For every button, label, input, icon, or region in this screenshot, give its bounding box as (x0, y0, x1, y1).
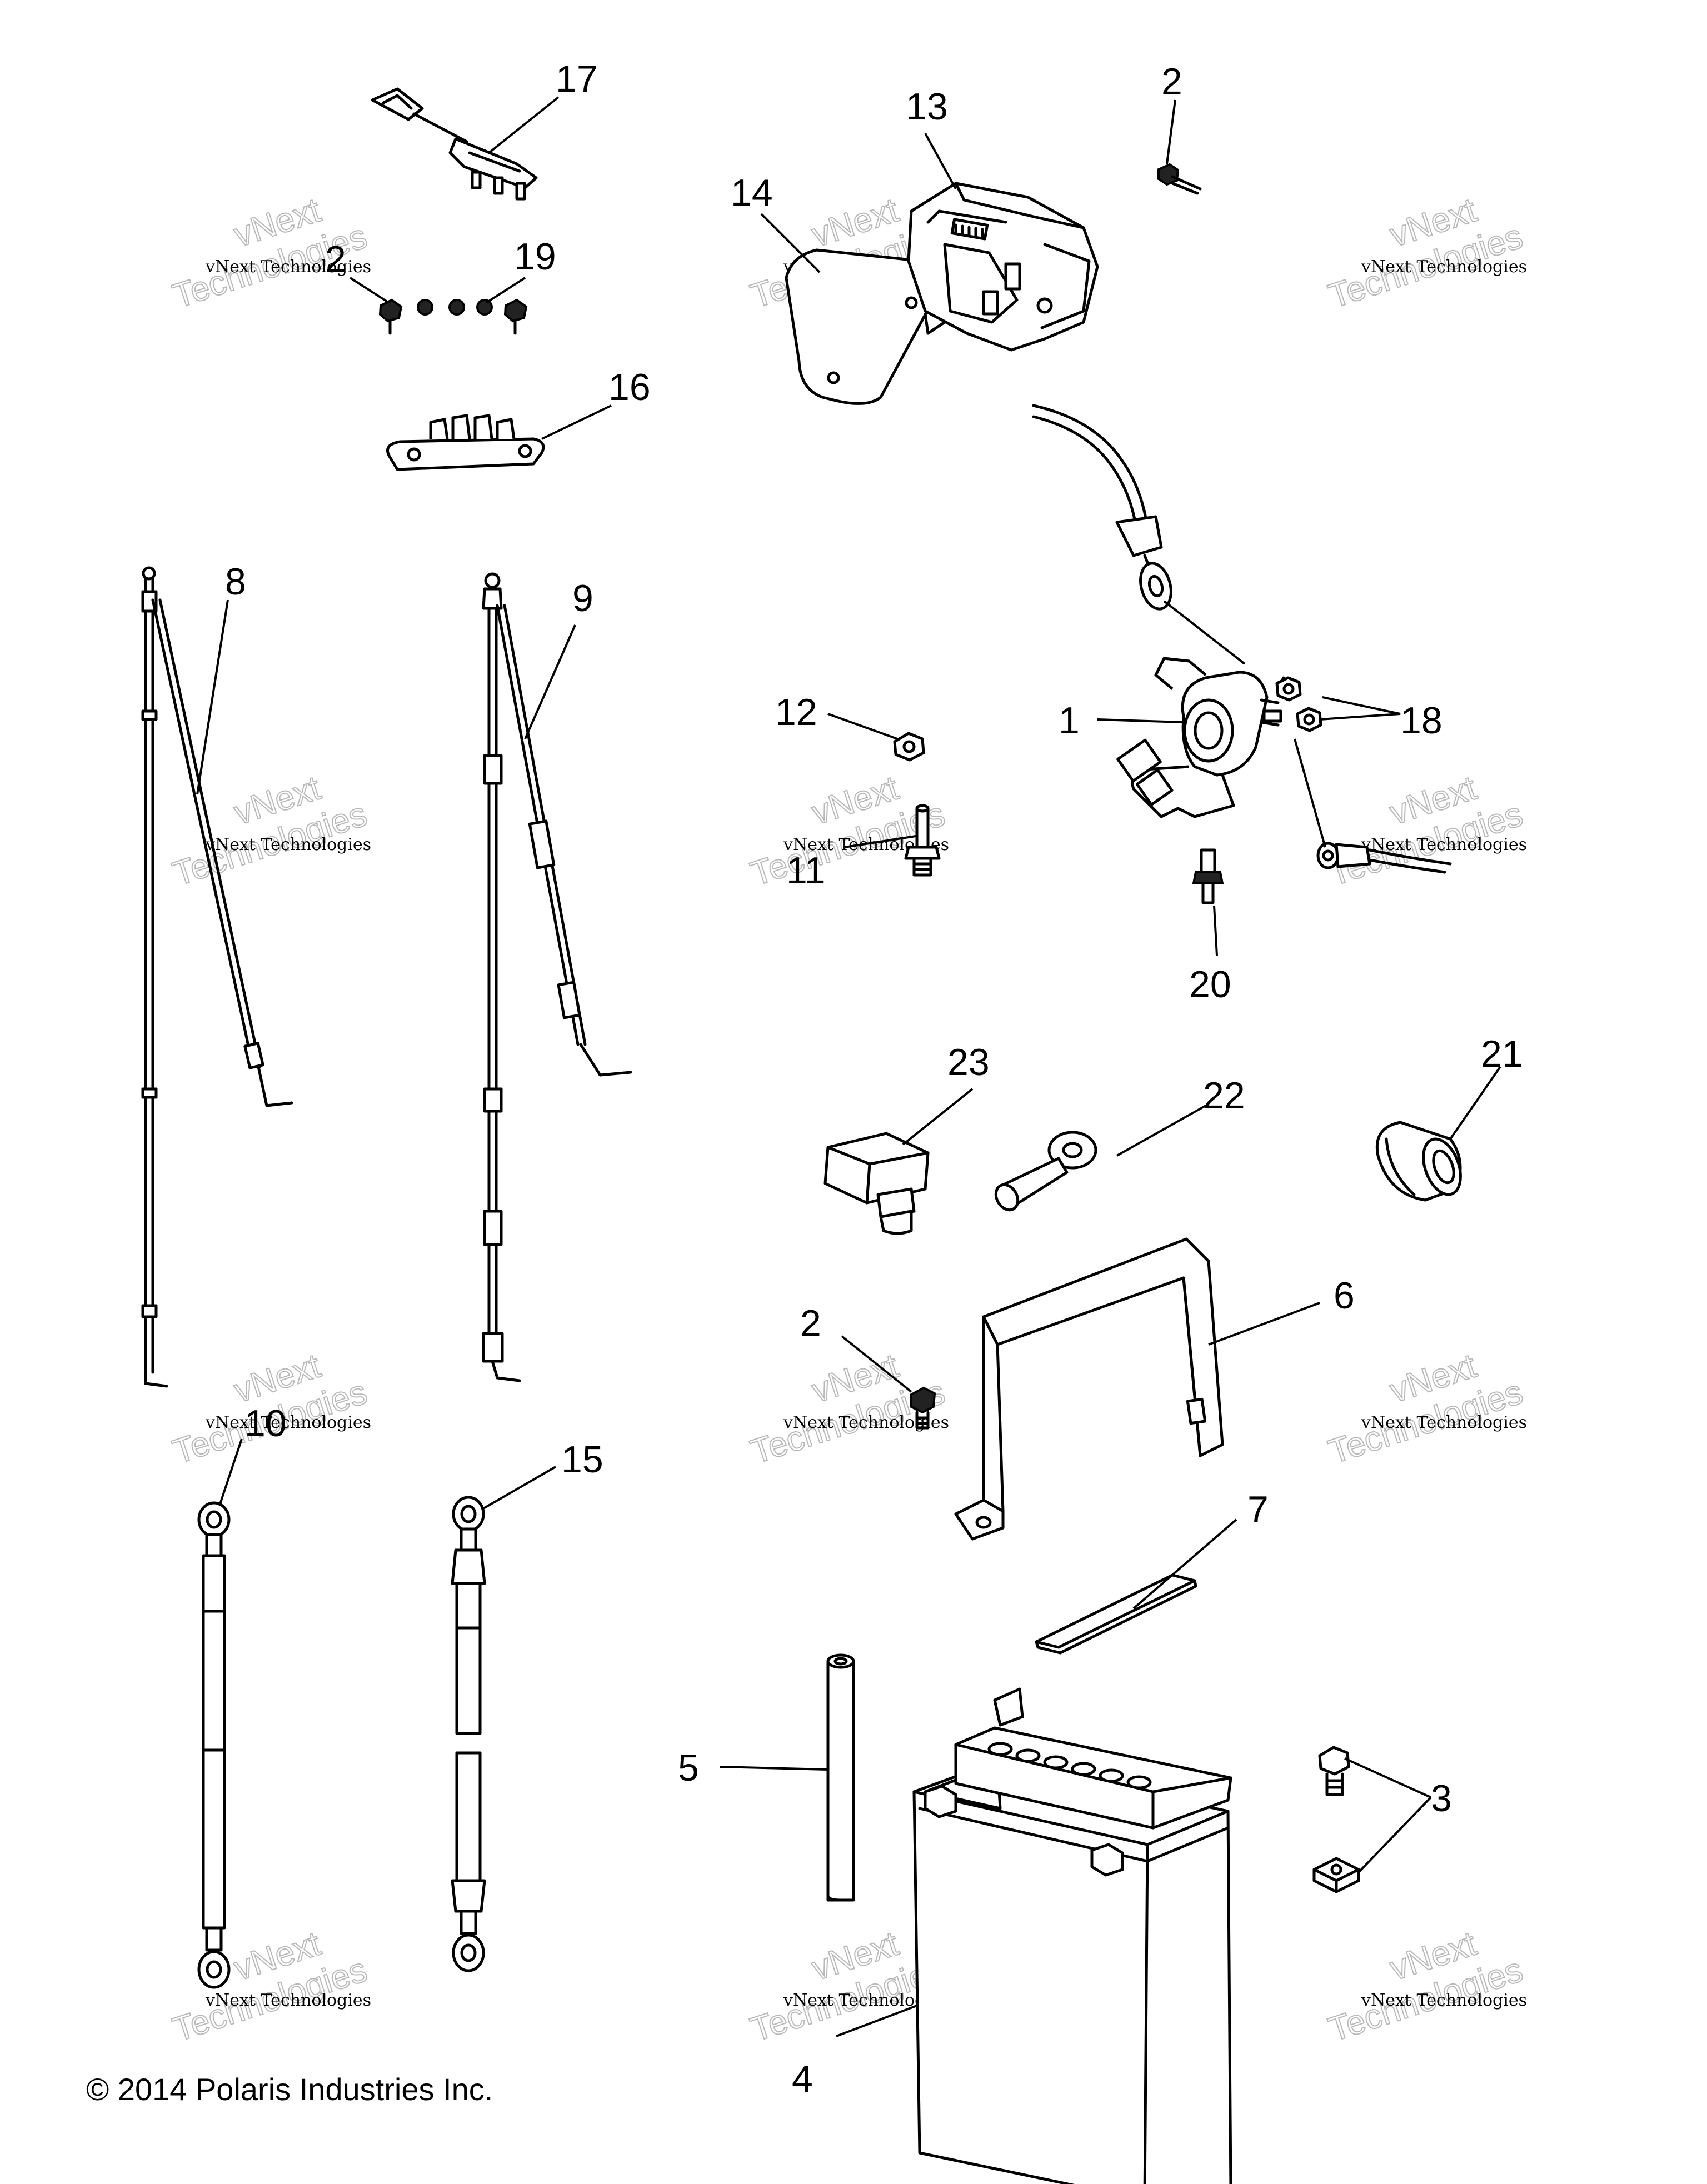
part-cable-ring-terminal (1032, 404, 1172, 611)
callout-15: 15 (561, 1438, 603, 1481)
part-14-cover-plate (785, 248, 941, 405)
watermark-text: vNext Technologies (1361, 257, 1527, 277)
callouts: 17 13 2 14 2 19 16 8 9 12 1 18 11 20 23 … (225, 58, 1523, 2100)
callout-14: 14 (731, 172, 773, 214)
watermark-text: vNext Technologies (205, 835, 371, 854)
part-8-cable (141, 566, 293, 1388)
part-small-cable (1316, 842, 1452, 874)
watermark-text: vNext Technologies (205, 257, 371, 277)
callout-13: 13 (906, 86, 948, 128)
watermark-text: vNext Technologies (1361, 1413, 1527, 1432)
callout-2-top: 2 (1161, 61, 1182, 103)
watermark-text: vNext Technologies (205, 1413, 371, 1432)
callout-1: 1 (1059, 699, 1080, 742)
callout-5: 5 (678, 1747, 699, 1789)
part-1-solenoid (1116, 657, 1285, 818)
callout-16: 16 (608, 366, 651, 408)
callout-17: 17 (556, 58, 598, 100)
callout-21: 21 (1481, 1033, 1523, 1075)
callout-20: 20 (1189, 963, 1231, 1006)
callout-22: 22 (1203, 1074, 1245, 1117)
watermark-text: vNext Technologies (205, 1991, 371, 2010)
part-6-bracket (954, 1237, 1224, 1541)
part-20-bolt (1192, 848, 1224, 904)
callout-18: 18 (1400, 699, 1443, 742)
part-11-stud (904, 804, 941, 877)
callout-9: 9 (572, 577, 593, 619)
part-3-bolt-nut (1312, 1746, 1360, 1893)
part-12-nut (893, 732, 925, 762)
watermark-text: vNext Technologies (1361, 1991, 1527, 2010)
callout-6: 6 (1334, 1275, 1355, 1317)
part-5-vent-tube (826, 1653, 855, 1902)
callout-10: 10 (244, 1402, 287, 1445)
callout-2-mid: 2 (800, 1302, 821, 1345)
part-23-terminal-boot (823, 1132, 930, 1235)
callout-12: 12 (775, 691, 817, 733)
part-9-cable (482, 572, 632, 1382)
callout-3: 3 (1431, 1777, 1452, 1820)
part-19-screws (378, 298, 528, 335)
callout-23: 23 (947, 1041, 990, 1083)
copyright-text: © 2014 Polaris Industries Inc. (86, 2072, 493, 2107)
part-18-nuts (1275, 676, 1322, 732)
part-10-cable (197, 1501, 231, 1989)
part-2-bolt-top (1157, 163, 1202, 195)
callout-8: 8 (225, 561, 246, 603)
callout-11: 11 (786, 849, 826, 892)
callout-7: 7 (1247, 1488, 1269, 1531)
watermark: vNext Technologies vNext Technologies (1324, 1346, 1528, 1472)
watermark: vNext Technologies vNext Technologies (1324, 191, 1528, 317)
part-7-pad (1035, 1573, 1197, 1655)
callout-4: 4 (792, 2058, 813, 2100)
part-21-boot (1375, 1121, 1462, 1202)
watermark: vNext Technologies vNext Technologies (1324, 768, 1528, 894)
part-17-key (371, 87, 538, 201)
part-22-lug (994, 1131, 1097, 1212)
callout-19: 19 (514, 236, 556, 278)
watermark-text: vNext Technologies (1361, 835, 1527, 854)
leader-lines (196, 96, 1501, 2037)
callout-2-left: 2 (325, 238, 346, 281)
part-16-terminal-block (386, 414, 545, 471)
part-15-cable (451, 1496, 486, 1972)
watermark: vNext Technologies vNext Technologies (168, 1924, 372, 2050)
watermark: vNext Technologies vNext Technologies (1324, 1924, 1528, 2050)
part-4-battery (912, 1687, 1232, 2184)
part-2-screw-mid (910, 1386, 936, 1430)
part-13-module (907, 182, 1099, 352)
